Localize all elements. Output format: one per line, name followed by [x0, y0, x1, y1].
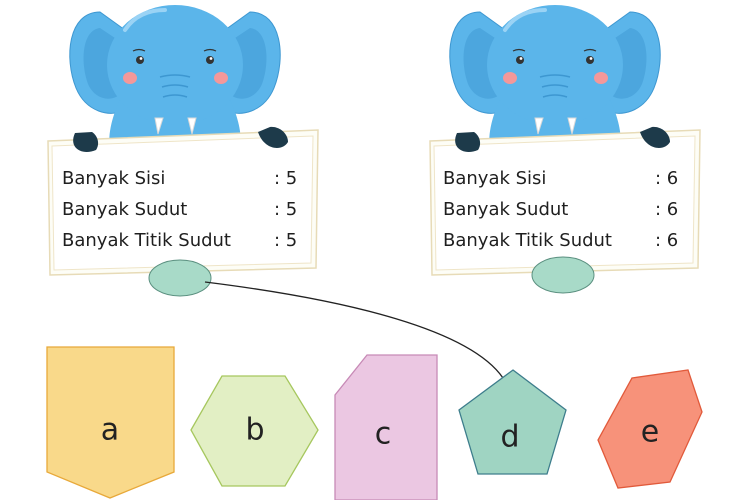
elephant-hand-left: [73, 132, 99, 153]
card-row: Banyak Sudut : 6: [443, 194, 683, 225]
row-label: Banyak Sisi: [443, 168, 547, 189]
card-right-text: Banyak Sisi : 6 Banyak Sudut : 6 Banyak Ti…: [443, 163, 683, 256]
row-value: : 5: [274, 199, 298, 220]
row-label: Banyak Sudut: [62, 199, 188, 220]
row-label: Banyak Sisi: [62, 168, 166, 189]
elephant-hand-right-2: [640, 126, 670, 148]
elephant-hand-left-2: [455, 132, 481, 153]
elephant-hand-right: [258, 126, 288, 148]
row-label: Banyak Titik Sudut: [443, 230, 612, 251]
card-left: [47, 129, 319, 276]
card-row: Banyak Sisi : 6: [443, 163, 683, 194]
card-row: Banyak Titik Sudut : 6: [443, 225, 683, 256]
answer-oval-left[interactable]: [148, 259, 212, 297]
card-left-text: Banyak Sisi : 5 Banyak Sudut : 5 Banyak Ti…: [62, 163, 302, 256]
row-value: : 6: [655, 168, 679, 189]
row-label: Banyak Sudut: [443, 199, 569, 220]
shape-c-label: c: [374, 416, 392, 452]
card-row: Banyak Sudut : 5: [62, 194, 302, 225]
card-row: Banyak Sisi : 5: [62, 163, 302, 194]
row-value: : 5: [274, 168, 298, 189]
shape-b-label: b: [245, 412, 265, 448]
shape-d[interactable]: [458, 369, 567, 475]
card-row: Banyak Titik Sudut : 5: [62, 225, 302, 256]
row-value: : 5: [274, 230, 298, 251]
shape-d-label: d: [500, 419, 520, 455]
shape-e-label: e: [640, 414, 660, 450]
elephant-left: [69, 5, 281, 145]
shape-e[interactable]: [597, 369, 703, 489]
shape-a-label: a: [100, 412, 120, 448]
answer-oval-right[interactable]: [531, 256, 595, 294]
elephant-right: [449, 5, 661, 145]
card-right: [429, 129, 701, 276]
row-label: Banyak Titik Sudut: [62, 230, 231, 251]
row-value: : 6: [655, 230, 679, 251]
connector-line: [204, 281, 504, 379]
shape-b[interactable]: [190, 375, 319, 487]
row-value: : 6: [655, 199, 679, 220]
shape-a[interactable]: [46, 346, 175, 499]
